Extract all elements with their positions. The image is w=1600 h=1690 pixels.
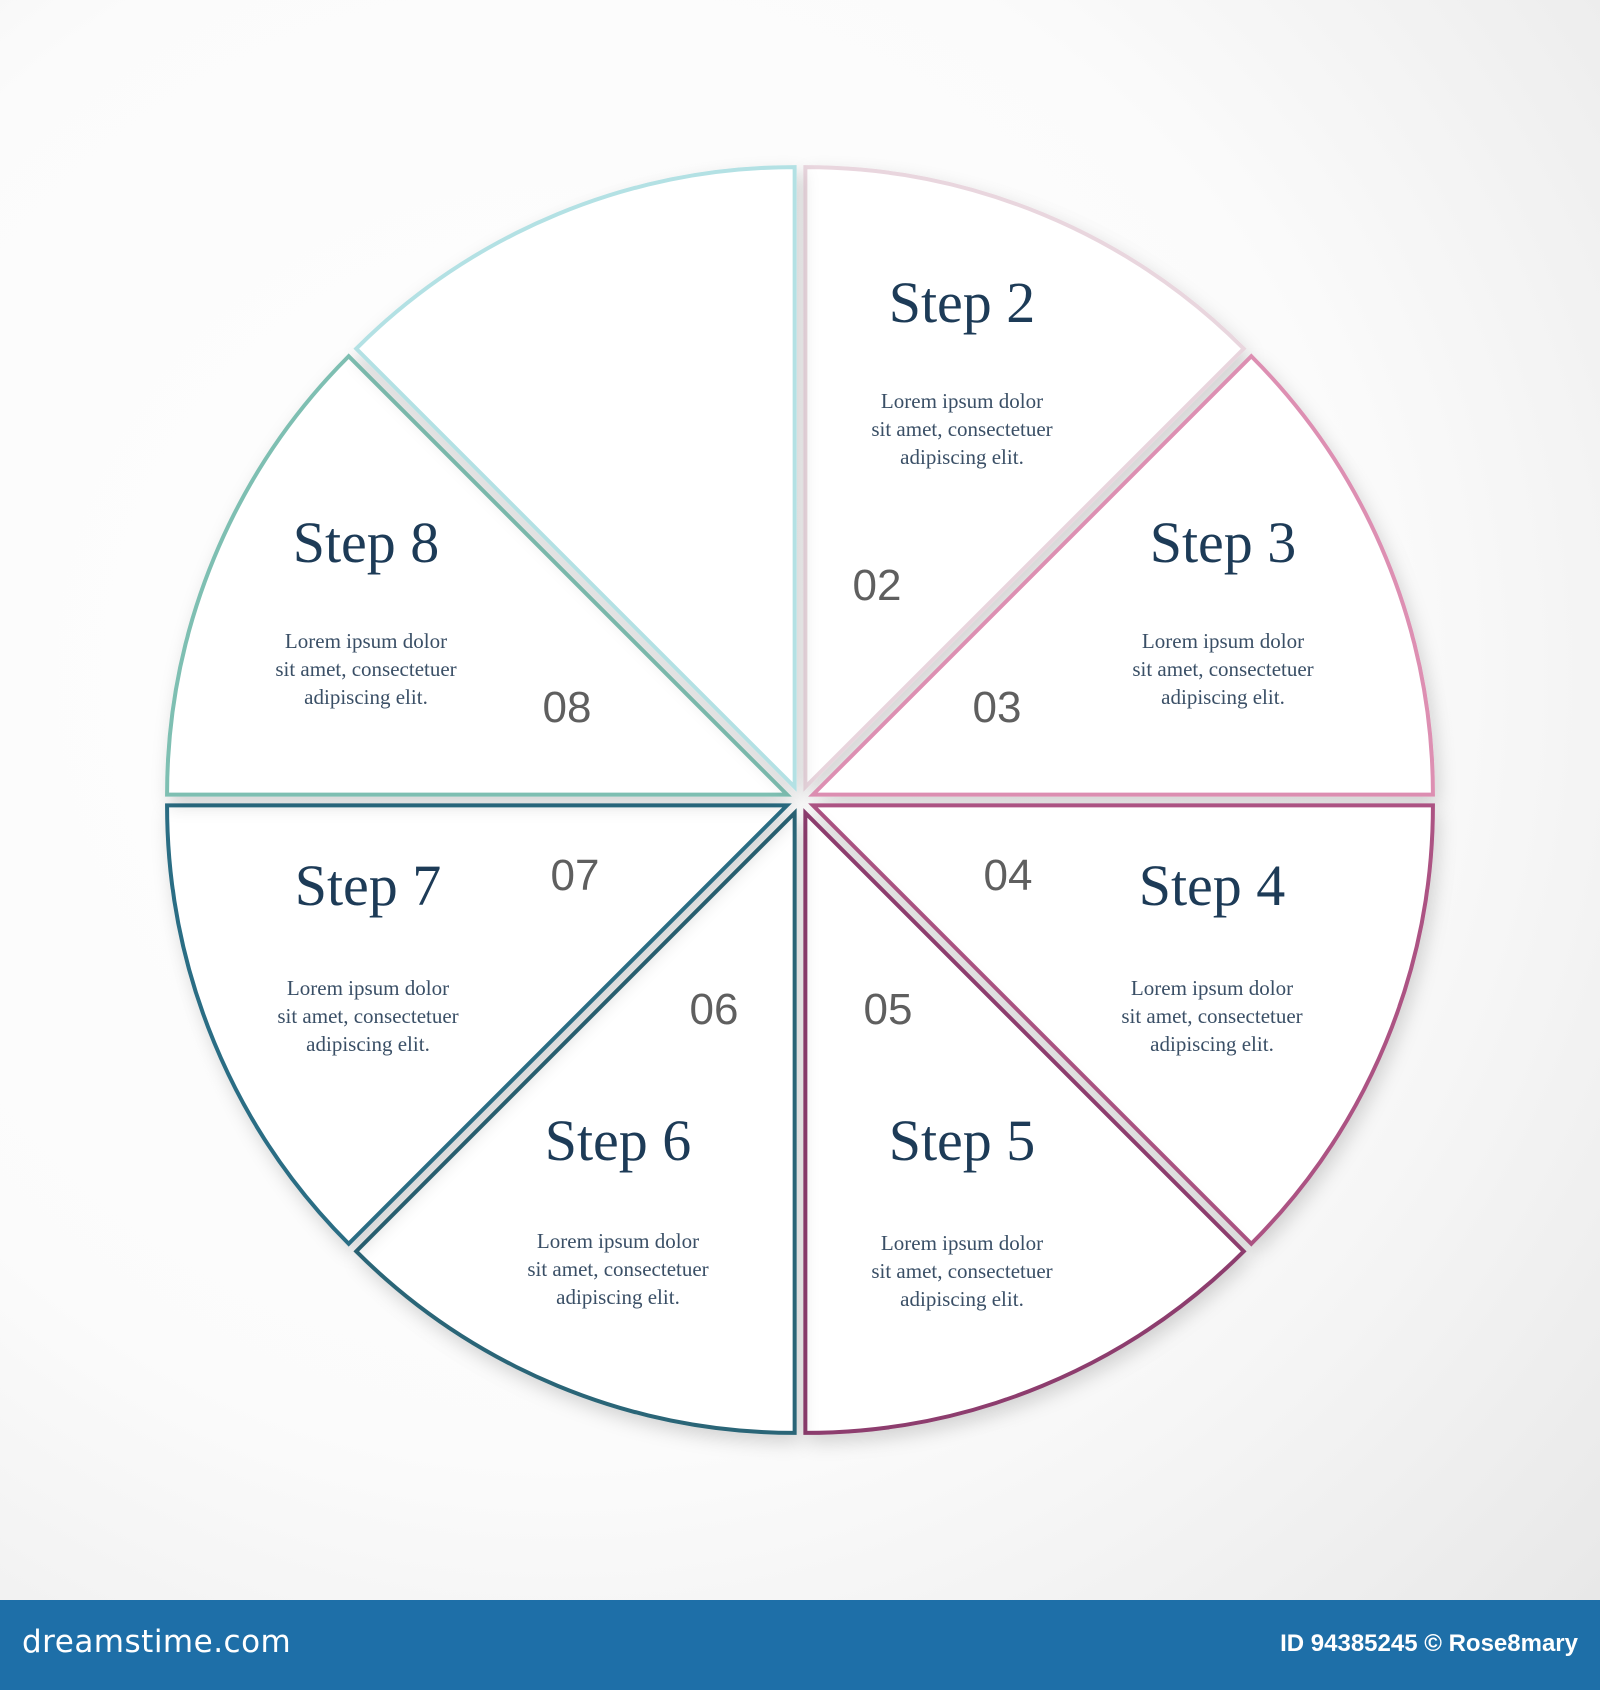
step-description-line: Lorem ipsum dolor [285, 629, 447, 653]
step-description: Lorem ipsum dolor sit amet, consectetuer a… [871, 1231, 1052, 1311]
step-description-line: sit amet, consectetuer [1132, 657, 1313, 681]
step-description-line: Lorem ipsum dolor [1142, 629, 1304, 653]
step-description: Lorem ipsum dolor sit amet, consectetuer a… [527, 1229, 708, 1309]
step-description: Lorem ipsum dolor sit amet, consectetuer a… [871, 389, 1052, 469]
step-title: Step 3 [1150, 510, 1297, 575]
segment-shape [353, 808, 797, 1435]
step-description-line: sit amet, consectetuer [871, 417, 1052, 441]
step-description-line: Lorem ipsum dolor [881, 1231, 1043, 1255]
step-description-line: adipiscing elit. [556, 1285, 680, 1309]
segment-shape [808, 353, 1435, 797]
step-segment-7: Step 7 Lorem ipsum dolor sit amet, consect… [165, 353, 792, 1056]
footer-credit: ID 94385245 © Rose8mary [1280, 1630, 1578, 1657]
segment-shape [165, 353, 792, 797]
step-description-line: Lorem ipsum dolor [881, 389, 1043, 413]
step-description-line: adipiscing elit. [900, 1287, 1024, 1311]
step-description-line: sit amet, consectetuer [277, 1004, 458, 1028]
step-description: Lorem ipsum dolor sit amet, consectetuer a… [277, 976, 458, 1056]
step-segment-8: Step 8 Lorem ipsum dolor sit amet, consect… [275, 165, 797, 792]
step-description: Lorem ipsum dolor sit amet, consectetuer a… [275, 629, 456, 709]
step-segment-2: Step 2 Lorem ipsum dolor sit amet, consect… [808, 270, 1435, 797]
segment-shape [808, 803, 1435, 1247]
step-number: 04 [984, 851, 1033, 900]
step-segment-6: Step 6 Lorem ipsum dolor sit amet, consect… [165, 803, 792, 1309]
step-description-line: adipiscing elit. [1150, 1032, 1274, 1056]
step-description-line: Lorem ipsum dolor [537, 1229, 699, 1253]
step-description-line: Lorem ipsum dolor [287, 976, 449, 1000]
step-description-line: Lorem ipsum dolor [1131, 976, 1293, 1000]
step-description: Lorem ipsum dolor sit amet, consectetuer a… [1132, 629, 1313, 709]
step-title: Step 2 [889, 270, 1036, 335]
segment-shape [353, 165, 797, 792]
step-number: 06 [690, 985, 739, 1034]
step-description-line: sit amet, consectetuer [1121, 1004, 1302, 1028]
step-number: 08 [543, 683, 592, 732]
step-title: Step 6 [545, 1108, 692, 1173]
step-description-line: sit amet, consectetuer [871, 1259, 1052, 1283]
step-description-line: adipiscing elit. [1161, 685, 1285, 709]
segment-shape [165, 803, 792, 1247]
step-description-line: adipiscing elit. [304, 685, 428, 709]
step-number: 07 [551, 851, 600, 900]
step-title: Step 8 [293, 510, 440, 575]
step-description-line: sit amet, consectetuer [527, 1257, 708, 1281]
step-title: Step 4 [1139, 853, 1286, 918]
step-number: 05 [864, 985, 913, 1034]
footer-logo[interactable]: dreamstime.com [22, 1624, 292, 1660]
step-number: 02 [853, 561, 902, 610]
step-title: Step 5 [889, 1108, 1036, 1173]
segment-shape [803, 165, 1247, 792]
step-description-line: adipiscing elit. [306, 1032, 430, 1056]
step-description-line: sit amet, consectetuer [275, 657, 456, 681]
step-number: 03 [973, 683, 1022, 732]
step-segment-4: Step 4 Lorem ipsum dolor sit amet, consect… [803, 808, 1303, 1435]
footer-bar: dreamstime.com ID 94385245 © Rose8mary [0, 1600, 1600, 1690]
step-title: Step 7 [295, 853, 442, 918]
segment-shape [803, 808, 1247, 1435]
step-segment-5: Step 5 Lorem ipsum dolor sit amet, consect… [353, 808, 1053, 1435]
step-description-line: adipiscing elit. [900, 445, 1024, 469]
step-segment-3: Step 3 Lorem ipsum dolor sit amet, consect… [808, 510, 1435, 1247]
step-description: Lorem ipsum dolor sit amet, consectetuer a… [1121, 976, 1302, 1056]
